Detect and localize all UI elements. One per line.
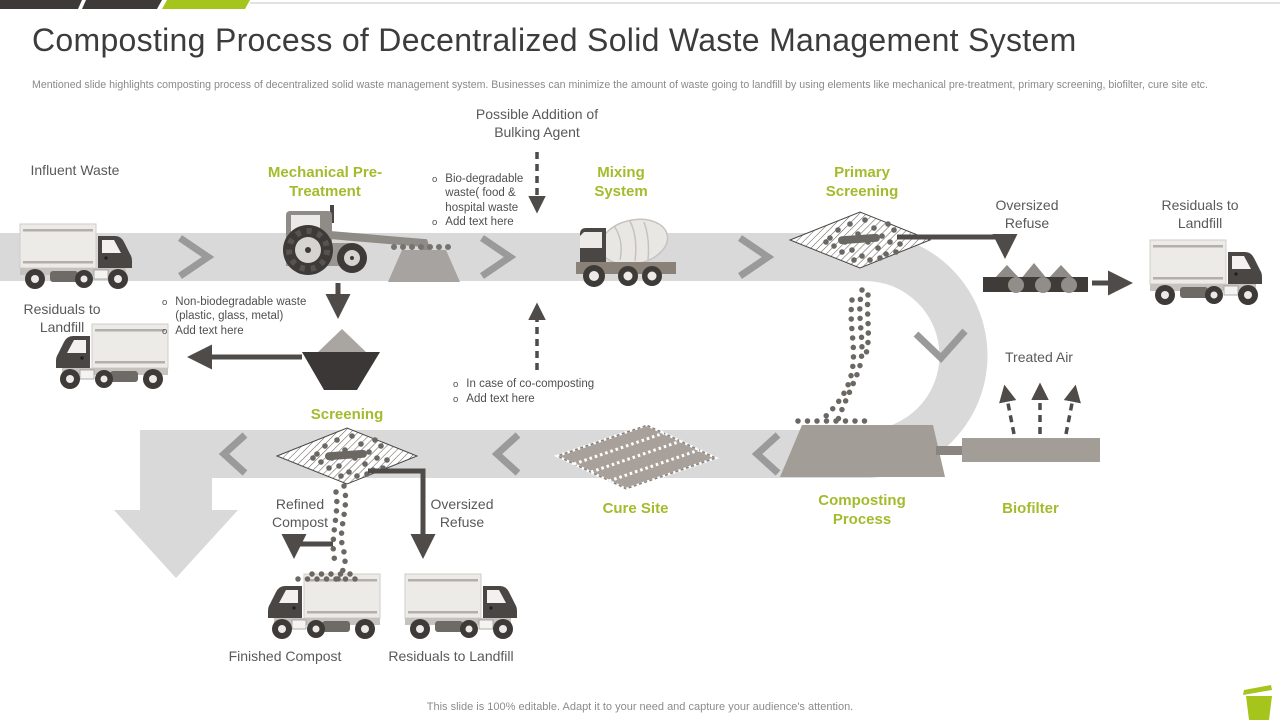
label-refined-compost: Refined Compost [271,496,329,530]
bullet-marker-icon: o [432,174,438,185]
flow-arrow-stem [140,470,212,516]
label-finished-compost: Finished Compost [228,648,342,664]
dots-stream [333,483,349,585]
bullet-marker-icon: o [432,217,438,229]
cure-site-icon [553,423,720,491]
flow-down-arrowhead [114,510,238,578]
page-title: Composting Process of Decentralized Soli… [32,22,1077,58]
stage-label-composting-process: Composting Process [818,492,906,528]
label-residuals-to-landfill-top: Residuals to Landfill [1161,197,1239,231]
stage-label-biofilter: Biofilter [1002,500,1059,517]
dots-stream [819,297,857,423]
waste-pile-icon [388,244,460,282]
top-bar-dark-segment-2 [82,0,162,9]
arrow-treated-air [999,384,1017,435]
finished-compost-truck-icon [267,573,381,640]
bullet-marker-icon: o [162,297,168,308]
conveyor-icon [983,263,1088,293]
chevron-left-icon [218,432,248,476]
label-treated-air: Treated Air [1005,349,1073,365]
chevron-down-icon [913,328,968,364]
dots-stream [861,292,872,363]
top-bar-green-segment [162,0,250,9]
bullet-marker-icon: o [453,394,459,406]
dots-stream [330,489,340,568]
stage-label-mechanical-pre-treatment: Mechanical Pre-Treatment [267,164,383,200]
chevron-left-icon [751,432,781,476]
biofilter-icon [962,438,1100,462]
residuals-right-truck-icon [1149,239,1263,306]
arrow-oversized-refuse [368,468,436,559]
top-bar [0,0,1280,9]
label-oversized-refuse-top: Oversized Refuse [995,197,1059,231]
label-influent-waste: Influent Waste [30,162,120,178]
label-oversized-refuse-bottom: Oversized Refuse [430,496,494,530]
bullet-marker-icon: o [453,379,459,390]
label-possible-addition: Possible Addition of Bulking Agent [475,106,599,140]
top-bar-thin-line [250,2,1280,4]
chevron-right-icon [178,235,215,279]
trash-bin-icon [1243,685,1272,720]
mixer-truck-icon [576,218,676,287]
stage-label-mixing-system: Mixing System [594,164,648,200]
top-bar-dark-segment-1 [0,0,82,9]
stage-label-primary-screening: Primary Screening [825,164,899,200]
funnel-icon [302,329,380,390]
tractor-icon [283,205,432,275]
arrow-refined-compost [281,534,333,559]
residuals-bottom-truck-icon [404,573,518,640]
bottom-flow-band [140,430,866,478]
stage-label-screening: Screening [310,406,384,423]
biofilter-duct [936,446,964,455]
stage-label-cure-site: Cure Site [602,500,669,517]
label-residuals-to-landfill-bottom: Residuals to Landfill [388,648,514,664]
chevron-left-icon [491,432,521,476]
chevron-icons [178,235,968,476]
chevron-right-icon [480,235,517,279]
chevron-right-icon [738,235,775,279]
u-turn-band [865,233,988,478]
bullet-marker-icon: o [162,325,168,337]
footer-note: This slide is 100% editable. Adapt it to… [426,701,854,713]
arrow-treated-air [1063,384,1081,435]
subtitle: Mentioned slide highlights composting pr… [32,79,1208,91]
label-residuals-to-landfill-left: Residuals to Landfill [23,301,101,335]
arrow-screen-to-conveyor [897,234,1018,259]
compost-pile-icon [780,425,945,477]
